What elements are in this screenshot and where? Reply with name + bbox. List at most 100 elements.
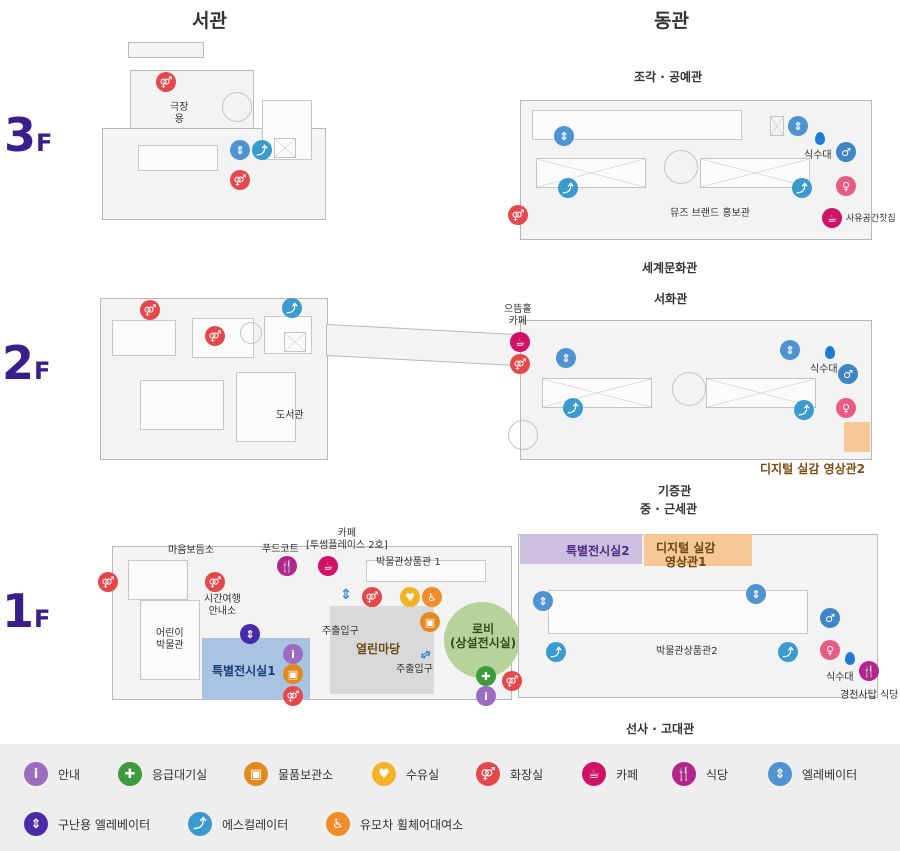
shop-2-label: 박물관상품관2	[656, 646, 718, 657]
escalator-icon[interactable]: ⤴	[792, 178, 812, 198]
water-fountain-label: 식수대	[826, 672, 854, 683]
escalator-icon[interactable]: ⤴	[563, 398, 583, 418]
restroom-icon[interactable]: ⚤	[283, 686, 303, 706]
info-icon[interactable]: i	[476, 686, 496, 706]
floor-number: 2	[2, 336, 35, 390]
west-1f-room	[128, 560, 188, 600]
library-label: 도서관	[276, 410, 304, 421]
west-3f-stair	[274, 138, 296, 158]
east-3f-void	[536, 158, 646, 188]
main-entrance-top-label: 주출입구	[322, 626, 359, 637]
escalator-icon[interactable]: ⤴	[794, 400, 814, 420]
library-room	[236, 372, 296, 442]
restaurant-icon[interactable]: 🍴	[277, 556, 297, 576]
info-icon: i	[24, 762, 48, 786]
restroom-icon[interactable]: ⚤	[205, 572, 225, 592]
restroom-icon[interactable]: ⚤	[508, 205, 528, 225]
west-2f-round	[240, 322, 262, 344]
elevator-icon[interactable]: ⇕	[533, 591, 553, 611]
east-2f-void	[542, 378, 652, 408]
legend-label: 유모차 휠체어대여소	[360, 817, 464, 832]
elevator-icon[interactable]: ⇕	[230, 140, 250, 160]
east-1f-gallery	[548, 590, 808, 634]
west-2f-stair	[284, 332, 306, 352]
rescue-elevator-icon: ⇕	[24, 812, 48, 836]
womens-room-icon[interactable]: ♀	[836, 398, 856, 418]
floor-suffix: F	[34, 357, 51, 385]
open-plaza-area[interactable]	[330, 606, 434, 694]
escalator-icon[interactable]: ⤴	[558, 178, 578, 198]
legend-label: 수유실	[406, 767, 440, 782]
legend-item-escalator: ⤴에스컬레이터	[188, 812, 288, 836]
mens-room-icon[interactable]: ♂	[820, 608, 840, 628]
restaurant-label: 경천사탑 식당	[840, 690, 899, 701]
locker-icon[interactable]: ▣	[420, 612, 440, 632]
elevator-icon[interactable]: ⇕	[780, 340, 800, 360]
escalator-icon[interactable]: ⤴	[546, 642, 566, 662]
sculpture-craft-hall-title: 조각 · 공예관	[634, 70, 703, 84]
elevator-icon[interactable]: ⇕	[554, 126, 574, 146]
cafe-icon[interactable]: ☕	[510, 332, 530, 352]
elevator-icon[interactable]: ⇕	[788, 116, 808, 136]
floor-label-2f[interactable]: 2F	[2, 340, 50, 386]
legend-label: 구난용 엘레베이터	[58, 817, 151, 832]
floor-label-3f[interactable]: 3F	[4, 112, 52, 158]
stroller-wheelchair-icon[interactable]: ♿	[422, 587, 442, 607]
donation-hall-title: 기증관	[658, 484, 692, 498]
locker-icon[interactable]: ▣	[283, 664, 303, 684]
world-culture-hall-title: 세계문화관	[642, 261, 698, 275]
elevator-icon[interactable]: ⇕	[556, 348, 576, 368]
lobby-label: 로비 (상설전시실)	[450, 622, 517, 650]
womens-room-icon[interactable]: ♀	[820, 640, 840, 660]
special-exhibit-2-label: 특별전시실2	[566, 544, 630, 558]
cafe-hall-label: 으뜸홀 카페	[504, 304, 532, 327]
mens-room-icon[interactable]: ♂	[836, 142, 856, 162]
west-3f-round	[222, 92, 252, 122]
legend-label: 안내	[58, 767, 81, 782]
brand-hall-label: 뮤즈 브랜드 홍보관	[670, 208, 750, 219]
first-aid-icon[interactable]: ✚	[476, 666, 496, 686]
restaurant-icon[interactable]: 🍴	[859, 661, 879, 681]
tea-room-label: 사유공간찻집	[846, 214, 896, 224]
restroom-icon[interactable]: ⚤	[98, 572, 118, 592]
digital-hall-2-area[interactable]	[844, 422, 870, 452]
elevator-icon[interactable]: ⇕	[746, 584, 766, 604]
cafe-icon[interactable]: ☕	[318, 556, 338, 576]
restroom-icon[interactable]: ⚤	[140, 300, 160, 320]
digital-hall-1-area[interactable]	[644, 534, 752, 566]
restroom-icon: ⚤	[476, 762, 500, 786]
legend-item-locker: ▣물품보관소	[244, 762, 333, 786]
legend-item-stroller: ♿유모차 휠체어대여소	[326, 812, 463, 836]
water-drop-icon	[845, 652, 855, 665]
lobby-area[interactable]	[444, 602, 520, 678]
restroom-icon[interactable]: ⚤	[510, 354, 530, 374]
shop-1-label: 박물관상품관 1	[376, 557, 441, 568]
escalator-icon[interactable]: ⤴	[252, 140, 272, 160]
prehistory-hall-title: 선사 · 고대관	[626, 722, 695, 736]
restroom-icon[interactable]: ⚤	[502, 671, 522, 691]
nursing-room-icon[interactable]: ♥	[400, 587, 420, 607]
kids-museum-label: 어린이 박물관	[156, 628, 184, 651]
legend-label: 물품보관소	[278, 767, 334, 782]
info-icon[interactable]: i	[283, 644, 303, 664]
womens-room-icon[interactable]: ♀	[836, 176, 856, 196]
legend-item-info: i 안내	[24, 762, 80, 786]
floor-label-1f[interactable]: 1F	[2, 588, 50, 634]
restroom-icon[interactable]: ⚤	[156, 72, 176, 92]
restroom-icon[interactable]: ⚤	[205, 326, 225, 346]
floor-number: 3	[4, 108, 37, 162]
water-fountain-label: 식수대	[810, 364, 838, 375]
cafe-icon[interactable]: ☕	[822, 208, 842, 228]
restroom-icon[interactable]: ⚤	[230, 170, 250, 190]
legend-item-first-aid: ✚응급대기실	[118, 762, 207, 786]
restroom-icon[interactable]: ⚤	[362, 587, 382, 607]
mens-room-icon[interactable]: ♂	[838, 364, 858, 384]
medieval-hall-title: 중 · 근세관	[640, 502, 698, 516]
east-2f-atrium	[672, 372, 706, 406]
escalator-icon[interactable]: ⤴	[778, 642, 798, 662]
special-exhibit-2-area[interactable]	[520, 534, 642, 564]
rescue-elevator-icon[interactable]: ⇕	[240, 624, 260, 644]
first-aid-icon: ✚	[118, 762, 142, 786]
escalator-icon[interactable]: ⤴	[282, 298, 302, 318]
